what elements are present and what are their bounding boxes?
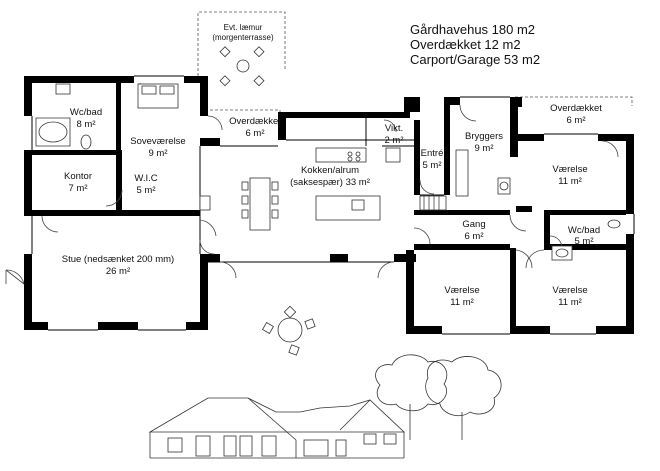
room-bryggers-name: Bryggers — [465, 131, 503, 142]
room-vikt-area: 2 m² — [385, 135, 404, 146]
morning-terrace: Evt. læmur (morgenterrasse) — [197, 11, 286, 87]
room-kontor-area: 7 m² — [69, 183, 88, 194]
room-labels: Wc/bad 8 m² Soveværelse 9 m² Overdækket … — [62, 103, 602, 308]
summary-house: Gårdhavehus 180 m2 — [410, 22, 535, 37]
room-sovevaerelse-name: Soveværelse — [130, 136, 185, 147]
covered-area-outline-left — [210, 109, 281, 112]
room-kontor-name: Kontor — [64, 171, 92, 182]
room-stue-name: Stue (nedsænket 200 mm) — [62, 254, 174, 265]
terrace-label-2: (morgenterrasse) — [212, 33, 274, 42]
summary-carport: Carport/Garage 53 m2 — [410, 52, 540, 67]
room-wic-area: 5 m² — [137, 185, 156, 196]
room-vaerelse-1-area: 11 m² — [558, 176, 582, 187]
terrace-label-1: Evt. læmur — [224, 23, 263, 32]
interior-lines — [5, 75, 635, 335]
room-gang-name: Gang — [462, 219, 485, 230]
room-bryggers-area: 9 m² — [475, 143, 494, 154]
room-vaerelse-3-area: 11 m² — [558, 297, 582, 308]
room-gang-area: 6 m² — [465, 231, 484, 242]
room-vaerelse-2-area: 11 m² — [450, 297, 474, 308]
room-wc-bad-1-area: 8 m² — [77, 119, 96, 130]
house-elevation-sketch — [148, 354, 502, 459]
room-wc-bad-2-area: 5 m² — [575, 236, 594, 247]
room-overdaekket-1-area: 6 m² — [246, 128, 265, 139]
room-sovevaerelse-area: 9 m² — [149, 148, 168, 159]
room-wc-bad-1-name: Wc/bad — [70, 107, 102, 118]
room-vaerelse-3-name: Værelse — [552, 285, 587, 296]
room-wc-bad-2-name: Wc/bad — [568, 225, 600, 236]
room-wic-name: W.I.C — [134, 173, 157, 184]
room-vikt-name: Vikt. — [385, 123, 403, 134]
room-entre-name: Entré — [421, 148, 444, 159]
room-vaerelse-2-name: Værelse — [444, 285, 479, 296]
fixtures — [35, 83, 621, 356]
room-vaerelse-1-name: Værelse — [552, 164, 587, 175]
room-kokken-name: Kokken/alrum — [301, 165, 359, 176]
room-entre-area: 5 m² — [423, 160, 442, 171]
room-overdaekket-2-area: 6 m² — [567, 115, 586, 126]
room-overdaekket-2-name: Overdækket — [550, 103, 602, 114]
room-kokken-sub: (saksespær) 33 m² — [290, 177, 370, 188]
summary-covered: Overdækket 12 m2 — [410, 37, 521, 52]
exterior-walls — [24, 76, 634, 334]
room-stue-area: 26 m² — [106, 266, 130, 277]
covered-area-outline-right — [515, 96, 633, 106]
room-overdaekket-1-name: Overdækket — [229, 116, 281, 127]
